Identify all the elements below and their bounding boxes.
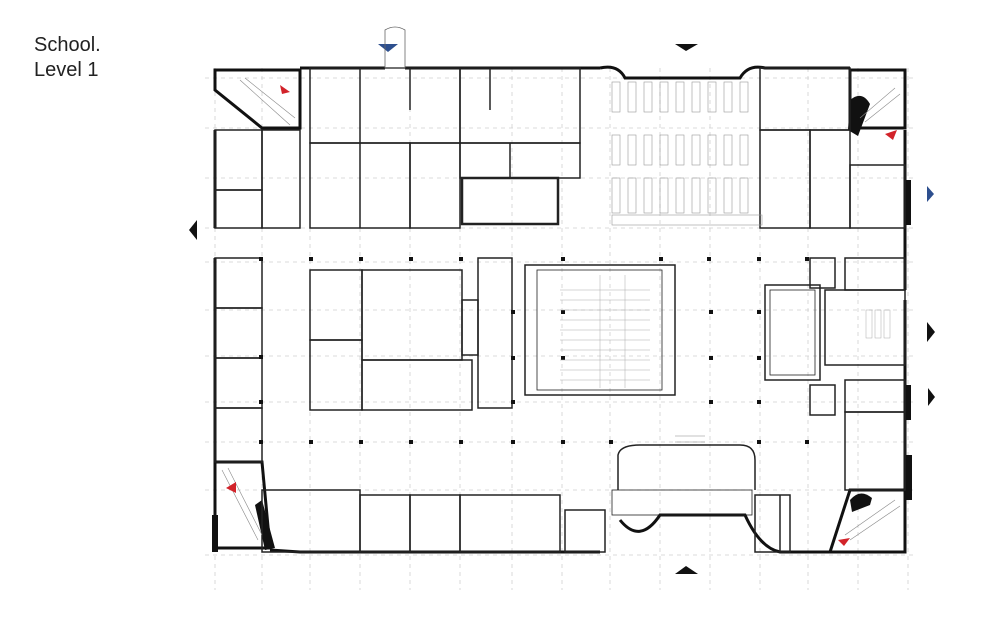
entrance-marker-icon — [189, 220, 197, 240]
stair-arrows — [226, 85, 897, 546]
entrance-marker-icon — [928, 388, 935, 406]
stair-arrow-icon — [226, 482, 236, 493]
wall-accents — [212, 95, 912, 552]
drawing-title: School. Level 1 — [34, 33, 101, 83]
entrance-marker-icon — [378, 44, 398, 52]
auditorium-seating — [560, 275, 650, 388]
structural-columns — [259, 257, 809, 444]
title-line-2: Level 1 — [34, 59, 99, 81]
stairs — [221, 77, 901, 541]
stair-arrow-icon — [885, 130, 897, 140]
entrance-marker-icon — [675, 566, 698, 574]
stair-arrow-icon — [838, 538, 850, 546]
library-furniture — [611, 81, 763, 226]
entrance-markers — [189, 26, 935, 574]
interior-walls — [214, 67, 906, 553]
entrance-marker-icon — [927, 322, 935, 342]
stair-arrow-icon — [280, 85, 290, 94]
title-line-1: School. — [34, 34, 101, 56]
entrance-marker-icon — [675, 44, 698, 51]
exterior-walls — [213, 65, 907, 554]
entrance-marker-icon — [927, 186, 934, 202]
stage-seating — [865, 309, 891, 339]
